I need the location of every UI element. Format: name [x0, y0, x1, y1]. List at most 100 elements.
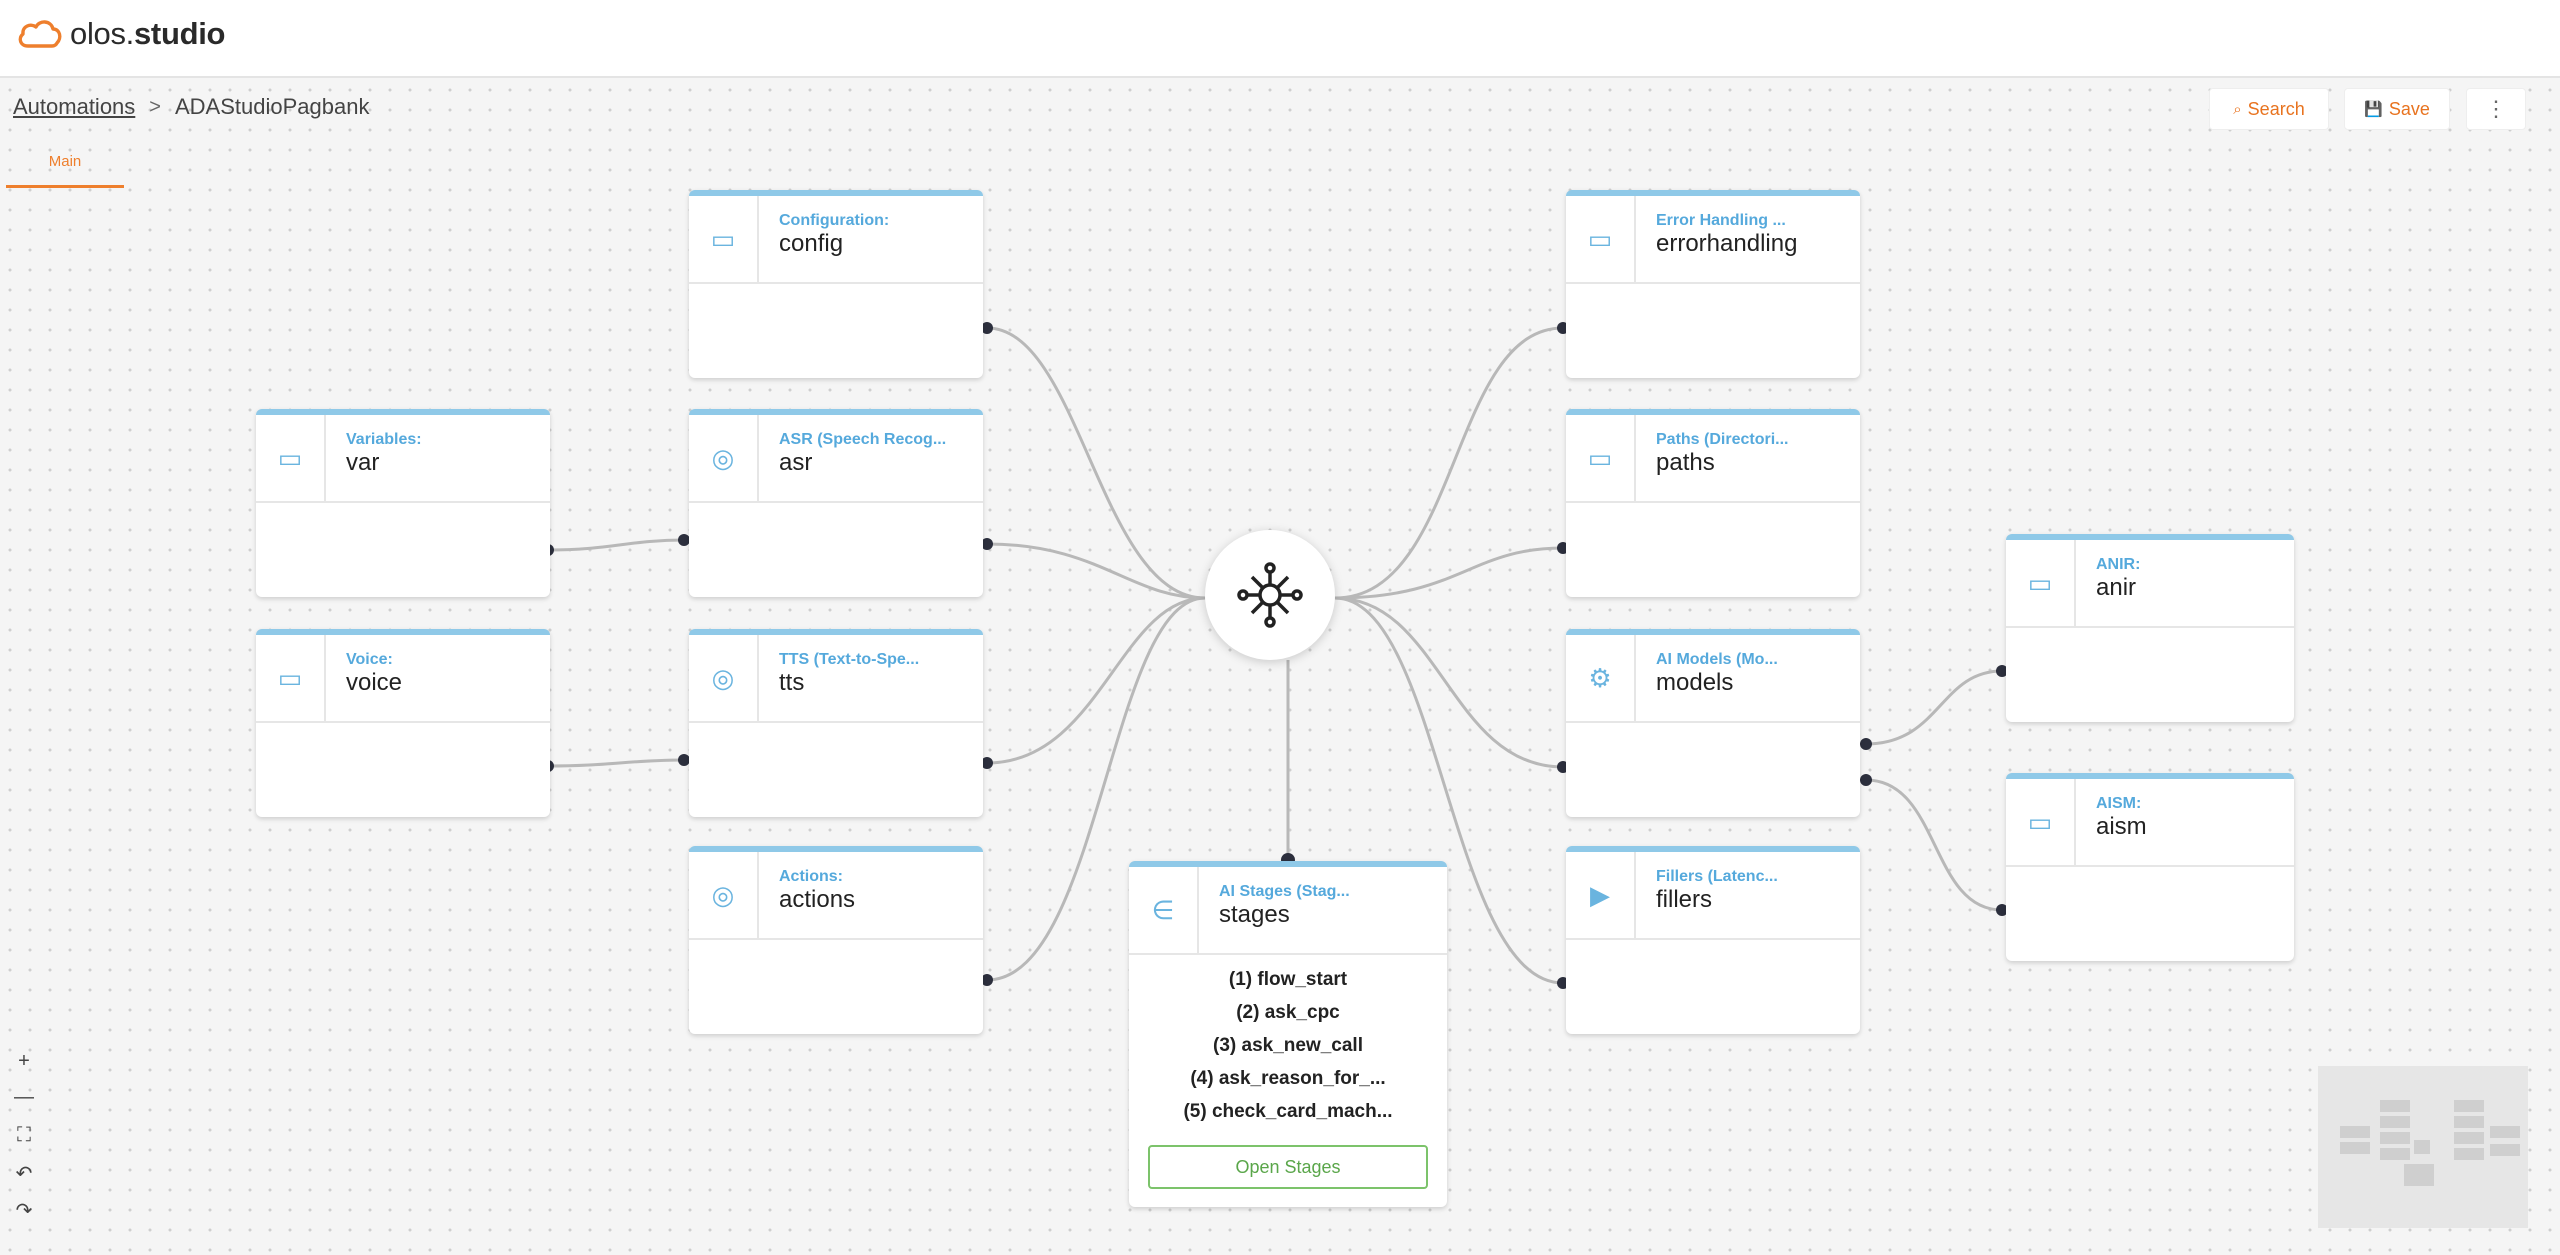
node-config[interactable]: ▭ Configuration: config: [689, 190, 983, 378]
edge-config-hub: [986, 326, 1206, 600]
zoom-in-button[interactable]: +: [18, 1049, 30, 1072]
node-header: ▭ Error Handling ... errorhandling: [1566, 196, 1860, 284]
window-icon: ▭: [2006, 540, 2076, 626]
node-header: ▭ ANIR: anir: [2006, 540, 2294, 628]
node-kind: AI Stages (Stag...: [1219, 883, 1350, 900]
node-stages[interactable]: ∈ AI Stages (Stag... stages (1) flow_sta…: [1129, 861, 1447, 1207]
node-name: var: [346, 449, 380, 476]
minimap-node: [2454, 1132, 2484, 1144]
more-options-button[interactable]: ⋮: [2466, 88, 2526, 130]
breadcrumb: Automations > ADAStudioPagbank: [13, 94, 369, 120]
edge-hub-errorhandling: [1334, 326, 1564, 600]
hub-network-icon: [1237, 562, 1303, 628]
minimap[interactable]: [2318, 1066, 2528, 1228]
window-icon: ▭: [256, 415, 326, 501]
stage-list: (1) flow_start (2) ask_cpc (3) ask_new_c…: [1129, 963, 1447, 1128]
gear-icon: ⚙: [1566, 635, 1636, 721]
node-voice[interactable]: ▭ Voice: voice: [256, 629, 550, 817]
open-stages-button[interactable]: Open Stages: [1148, 1145, 1428, 1189]
node-kind: Error Handling ...: [1656, 212, 1786, 229]
search-button[interactable]: ⌕ Search: [2209, 88, 2329, 130]
cloud-logo-icon: [18, 20, 62, 48]
node-kind: Configuration:: [779, 212, 890, 229]
tab-main[interactable]: Main: [6, 148, 124, 188]
node-anir[interactable]: ▭ ANIR: anir: [2006, 534, 2294, 722]
logo[interactable]: olos.studio: [16, 14, 225, 54]
edge-hub-paths: [1334, 546, 1564, 600]
node-var[interactable]: ▭ Variables: var: [256, 409, 550, 597]
stage-item[interactable]: (2) ask_cpc: [1236, 1002, 1340, 1023]
node-kind: Voice:: [346, 651, 393, 668]
target-icon: ◎: [689, 852, 759, 938]
minimap-node: [2454, 1100, 2484, 1112]
stage-item[interactable]: (1) flow_start: [1228, 969, 1348, 990]
minimap-node: [2454, 1116, 2484, 1128]
node-tts[interactable]: ◎ TTS (Text-to-Spe... tts: [689, 629, 983, 817]
node-header: ⚙ AI Models (Mo... models: [1566, 635, 1860, 723]
window-icon: ▭: [1566, 196, 1636, 282]
minimap-node: [2414, 1140, 2430, 1154]
breadcrumb-separator: >: [149, 95, 161, 118]
node-header: ▭ Configuration: config: [689, 196, 983, 284]
undo-button[interactable]: ↶: [15, 1162, 33, 1185]
target-icon: ◎: [689, 415, 759, 501]
node-name: config: [779, 230, 844, 257]
node-name: actions: [779, 886, 856, 913]
node-header: ▭ AISM: aism: [2006, 779, 2294, 867]
node-name: errorhandling: [1656, 230, 1798, 257]
node-header: ∈ AI Stages (Stag... stages: [1129, 867, 1447, 955]
floppy-disk-icon: 💾: [2364, 101, 2383, 118]
edge-actions-hub: [986, 596, 1206, 982]
node-fillers[interactable]: ▶ Fillers (Latenc... fillers: [1566, 846, 1860, 1034]
node-header: ◎ TTS (Text-to-Spe... tts: [689, 635, 983, 723]
node-actions[interactable]: ◎ Actions: actions: [689, 846, 983, 1034]
node-models[interactable]: ⚙ AI Models (Mo... models: [1566, 629, 1860, 817]
stage-item[interactable]: (4) ask_reason_for_...: [1190, 1068, 1386, 1089]
minimap-node: [2380, 1132, 2410, 1144]
edge-asr-hub: [986, 542, 1206, 600]
edge-voice-tts: [547, 758, 685, 768]
node-asr[interactable]: ◎ ASR (Speech Recog... asr: [689, 409, 983, 597]
breadcrumb-current: ADAStudioPagbank: [174, 94, 370, 119]
minimap-node: [2380, 1148, 2410, 1160]
stage-item[interactable]: (3) ask_new_call: [1213, 1035, 1363, 1056]
fit-view-button[interactable]: ⛶: [17, 1123, 31, 1146]
redo-button[interactable]: ↷: [15, 1199, 33, 1222]
minimap-node: [2490, 1126, 2520, 1138]
node-aism[interactable]: ▭ AISM: aism: [2006, 773, 2294, 961]
window-icon: ▭: [689, 196, 759, 282]
node-errorhandling[interactable]: ▭ Error Handling ... errorhandling: [1566, 190, 1860, 378]
edge-tts-hub: [986, 596, 1206, 765]
orchestrator-hub[interactable]: [1205, 530, 1335, 660]
node-name: anir: [2096, 574, 2137, 601]
window-icon: ▭: [256, 635, 326, 721]
edge-hub-models: [1334, 596, 1564, 769]
save-button[interactable]: 💾 Save: [2344, 88, 2450, 130]
edge-models-anir: [1865, 669, 2003, 746]
node-header: ▶ Fillers (Latenc... fillers: [1566, 852, 1860, 940]
node-kind: ANIR:: [2096, 556, 2141, 573]
minimap-node: [2340, 1142, 2370, 1154]
node-kind: AISM:: [2096, 795, 2142, 812]
brand-name: olos.studio: [70, 16, 225, 52]
play-icon: ▶: [1566, 852, 1636, 938]
node-header: ▭ Paths (Directori... paths: [1566, 415, 1860, 503]
node-kind: TTS (Text-to-Spe...: [779, 651, 920, 668]
zoom-out-button[interactable]: —: [14, 1085, 34, 1108]
breadcrumb-automations-link[interactable]: Automations: [13, 94, 136, 119]
node-kind: Fillers (Latenc...: [1656, 868, 1778, 885]
minimap-node: [2380, 1116, 2410, 1128]
stage-item[interactable]: (5) check_card_mach...: [1183, 1101, 1393, 1122]
node-name: asr: [779, 449, 813, 476]
minimap-node: [2404, 1164, 2434, 1186]
minimap-node: [2380, 1100, 2410, 1112]
minimap-node: [2490, 1144, 2520, 1156]
node-name: stages: [1219, 901, 1290, 928]
search-icon: ⌕: [2233, 100, 2242, 118]
top-bar: olos.studio: [0, 0, 2560, 78]
node-name: models: [1656, 669, 1734, 696]
node-paths[interactable]: ▭ Paths (Directori... paths: [1566, 409, 1860, 597]
window-icon: ▭: [2006, 779, 2076, 865]
minimap-node: [2340, 1126, 2370, 1138]
